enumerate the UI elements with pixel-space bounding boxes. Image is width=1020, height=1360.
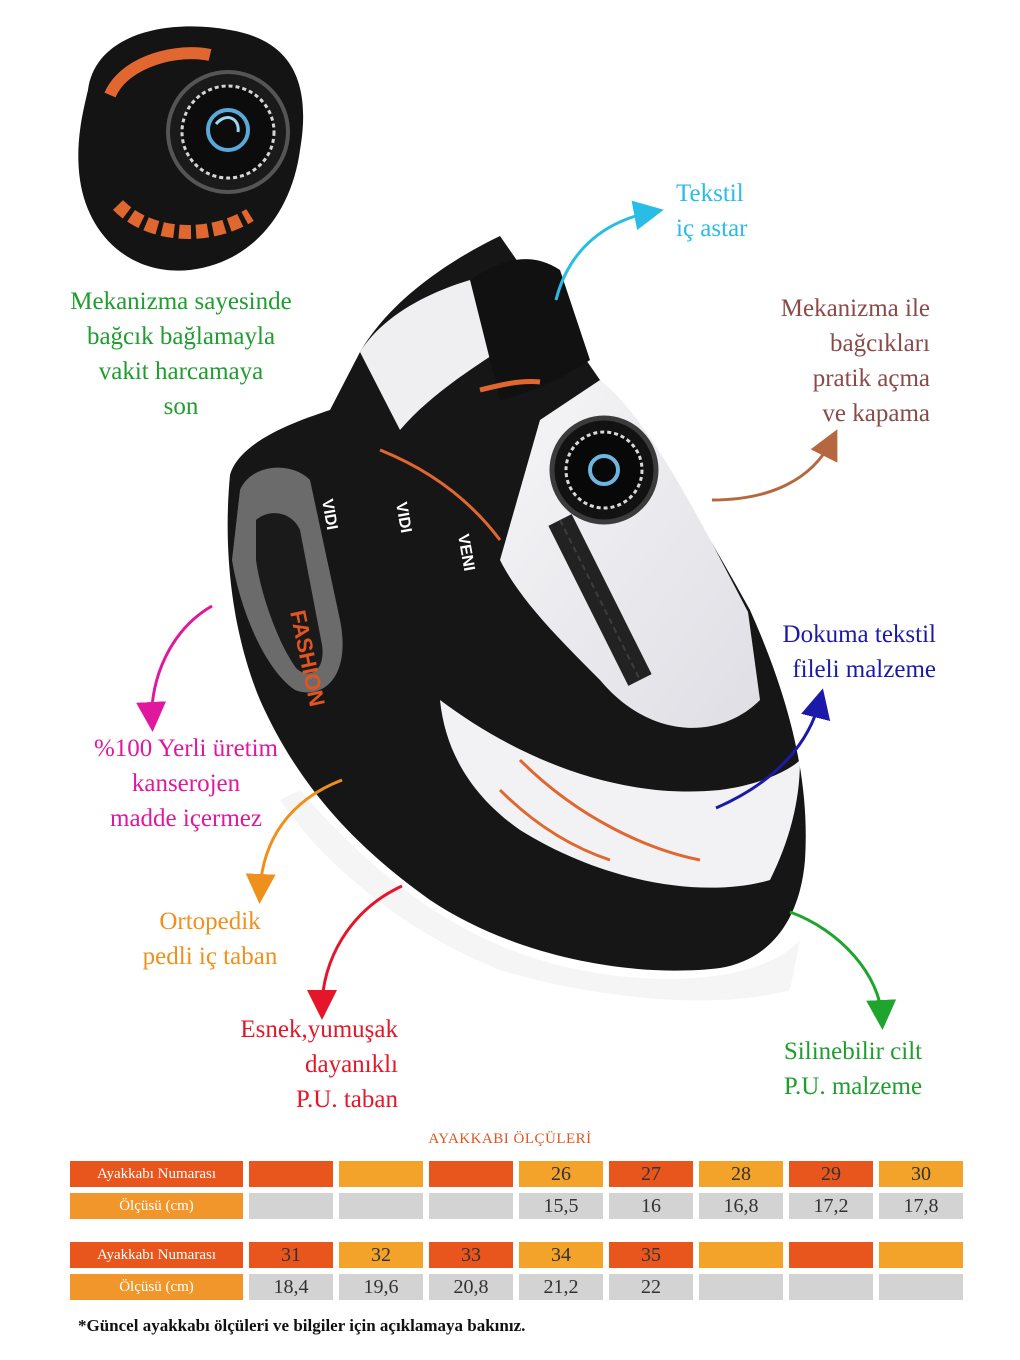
size-number-cell <box>249 1161 333 1187</box>
row-label-size: Ölçüsü (cm) <box>70 1193 243 1219</box>
size-number-cell <box>699 1242 783 1268</box>
size-cm-cell: 16,8 <box>699 1193 783 1219</box>
feature-line: pedli iç taban <box>142 943 278 970</box>
feature-line: madde içermez <box>110 805 262 832</box>
side-print-veni: VENI <box>454 533 477 573</box>
feature-local-production: %100 Yerli üretim kanserojen madde içerm… <box>70 731 302 836</box>
feature-orthopedic-insole: Ortopedik pedli iç taban <box>120 904 300 974</box>
size-number-cell <box>789 1242 873 1268</box>
size-chart-title: AYAKKABI ÖLÇÜLERİ <box>428 1131 592 1147</box>
feature-line: ve kapama <box>822 400 930 427</box>
arrow-textile-lining <box>554 200 664 301</box>
size-cm-cell: 19,6 <box>339 1274 423 1300</box>
feature-line: vakit harcamaya <box>98 358 264 385</box>
size-cm-cell: 17,2 <box>789 1193 873 1219</box>
size-number-cell <box>429 1161 513 1187</box>
size-number-cell: 31 <box>249 1242 333 1268</box>
arrow-leather <box>789 910 897 1030</box>
side-print-vidi-2: VIDI <box>392 501 414 535</box>
size-row-numbers-2: Ayakkabı Numarası 31 32 33 34 35 <box>70 1242 963 1268</box>
feature-mechanism-lace: Mekanizma ile bağcıkları pratik açma ve … <box>740 291 930 431</box>
feature-line: Tekstil <box>676 180 744 207</box>
feature-textile-lining: Tekstil iç astar <box>676 176 747 246</box>
feature-line: fileli malzeme <box>792 656 936 683</box>
feature-line: bağcık bağlamayla <box>86 323 276 350</box>
size-cm-cell <box>789 1274 873 1300</box>
sneaker-illustration: FASHION VIDI VIDI VENI <box>227 236 806 1001</box>
size-number-cell: 33 <box>429 1242 513 1268</box>
size-number-cell: 29 <box>789 1161 873 1187</box>
feature-line: bağcıkları <box>830 330 930 357</box>
feature-line: Silinebilir cilt <box>783 1038 923 1065</box>
size-footnote: *Güncel ayakkabı ölçüleri ve bilgiler iç… <box>78 1316 526 1335</box>
size-cm-cell <box>249 1193 333 1219</box>
size-cm-cell <box>879 1274 963 1300</box>
size-number-cell: 35 <box>609 1242 693 1268</box>
feature-line: Dokuma tekstil <box>782 621 936 648</box>
size-cm-cell: 16 <box>609 1193 693 1219</box>
row-label-size: Ölçüsü (cm) <box>70 1274 243 1300</box>
feature-line: P.U. taban <box>295 1086 398 1113</box>
size-cm-cell: 18,4 <box>249 1274 333 1300</box>
feature-mechanism-time: Mekanizma sayesinde bağcık bağlamayla va… <box>40 284 322 424</box>
size-cm-cell <box>699 1274 783 1300</box>
arrow-mesh <box>715 688 831 810</box>
feature-pu-sole: Esnek,yumuşak dayanıklı P.U. taban <box>218 1012 398 1117</box>
size-row-cm-1: Ölçüsü (cm) 15,5 16 16,8 17,2 17,8 <box>70 1193 963 1219</box>
feature-line: Ortopedik <box>159 908 261 935</box>
feature-line: P.U. malzeme <box>783 1073 923 1100</box>
size-cm-cell: 20,8 <box>429 1274 513 1300</box>
size-number-cell: 27 <box>609 1161 693 1187</box>
arrow-ortho <box>245 778 343 904</box>
size-row-cm-2: Ölçüsü (cm) 18,4 19,6 20,8 21,2 22 <box>70 1274 963 1300</box>
size-cm-cell <box>339 1193 423 1219</box>
size-number-cell: 28 <box>699 1161 783 1187</box>
size-number-cell: 26 <box>519 1161 603 1187</box>
feature-line: Esnek,yumuşak <box>240 1016 398 1043</box>
size-number-cell <box>879 1242 963 1268</box>
row-label-number: Ayakkabı Numarası <box>70 1161 243 1187</box>
feature-line: Mekanizma sayesinde <box>70 288 292 315</box>
size-row-numbers-1: Ayakkabı Numarası 26 27 28 29 30 <box>70 1161 963 1187</box>
feature-line: kanserojen <box>131 770 241 797</box>
arrow-local <box>136 604 213 732</box>
size-cm-cell <box>429 1193 513 1219</box>
row-label-number: Ayakkabı Numarası <box>70 1242 243 1268</box>
arrow-sole <box>307 884 403 1020</box>
arrow-mech-lace <box>711 429 838 502</box>
feature-line: son <box>163 393 199 420</box>
size-cm-cell: 17,8 <box>879 1193 963 1219</box>
side-print-vidi-1: VIDI <box>318 498 340 532</box>
feature-line: dayanıklı <box>304 1051 398 1078</box>
feature-mesh-textile: Dokuma tekstil fileli malzeme <box>740 617 936 687</box>
size-cm-cell: 15,5 <box>519 1193 603 1219</box>
feature-line: pratik açma <box>812 365 930 392</box>
size-cm-cell: 21,2 <box>519 1274 603 1300</box>
size-cm-cell: 22 <box>609 1274 693 1300</box>
size-number-cell <box>339 1161 423 1187</box>
dial-closeup-inset <box>78 26 304 271</box>
feature-line: Mekanizma ile <box>780 295 930 322</box>
feature-line: %100 Yerli üretim <box>93 735 279 762</box>
size-number-cell: 30 <box>879 1161 963 1187</box>
size-number-cell: 34 <box>519 1242 603 1268</box>
feature-wipeable-leather: Silinebilir cilt P.U. malzeme <box>758 1034 948 1104</box>
feature-line: iç astar <box>676 215 748 242</box>
size-number-cell: 32 <box>339 1242 423 1268</box>
